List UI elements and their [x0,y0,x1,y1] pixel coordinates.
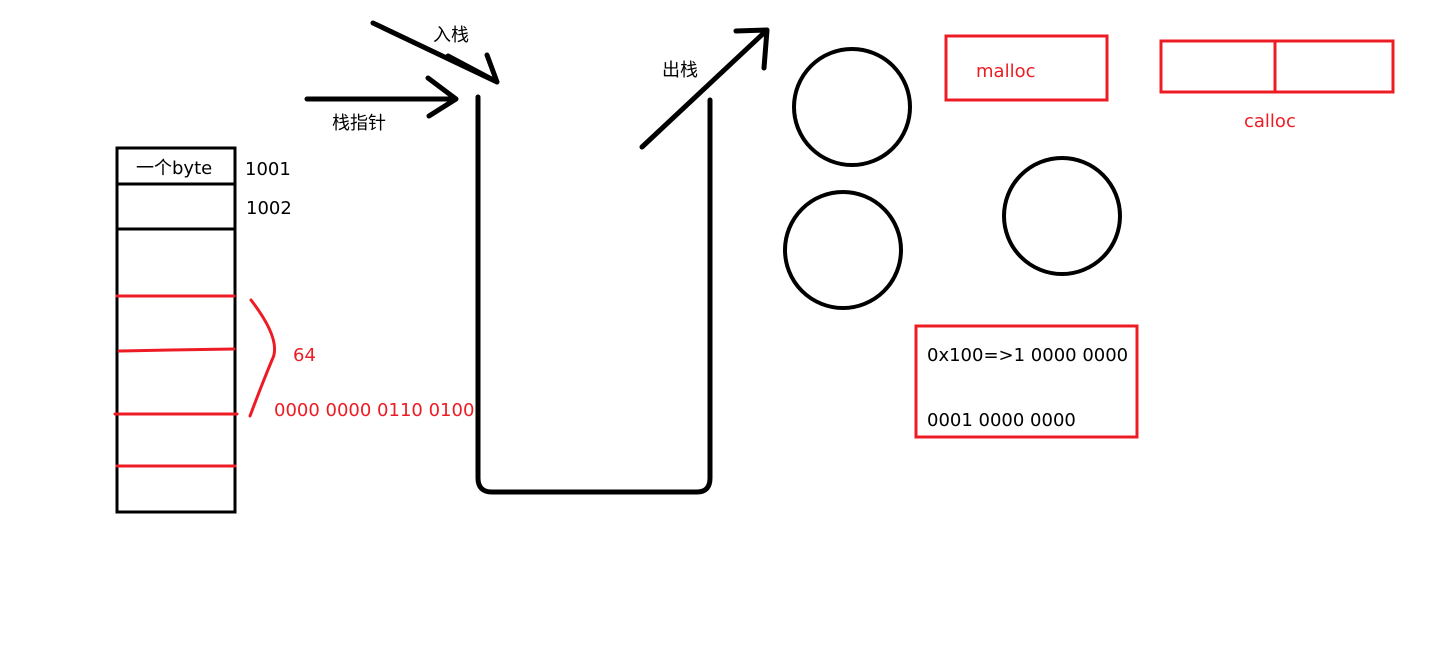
calloc-label: calloc [1244,111,1296,132]
calloc-box [1159,39,1395,94]
push-arrow [370,20,500,85]
circle-top [792,47,912,167]
conversion-line-2: 0001 0000 0000 [927,410,1076,431]
memory-red-divider-2 [117,347,236,353]
memory-column-outline [115,146,237,514]
circle-bottom [783,190,903,310]
first-cell-label: 一个byte [136,158,213,179]
stack-container [475,94,713,495]
pop-arrow [639,27,770,150]
brace-mark [248,298,277,418]
conversion-box [914,324,1139,439]
memory-column [113,146,277,514]
heap-boxes [914,34,1395,439]
address-1002: 1002 [246,198,292,219]
binary-value-label: 0000 0000 0110 0100 [274,400,475,421]
brace-value-label: 64 [293,345,316,366]
address-1001: 1001 [245,159,291,180]
pop-label: 出栈 [662,60,698,81]
circles [783,47,1122,310]
stack-pointer-label: 栈指针 [332,113,386,134]
pointer-arrow [304,75,459,119]
malloc-box [944,34,1109,102]
stack-diagram [304,20,770,495]
conversion-line-1: 0x100=>1 0000 0000 [927,345,1129,366]
malloc-label: malloc [976,61,1036,82]
circle-right [1002,156,1122,276]
push-label: 入栈 [433,25,469,46]
